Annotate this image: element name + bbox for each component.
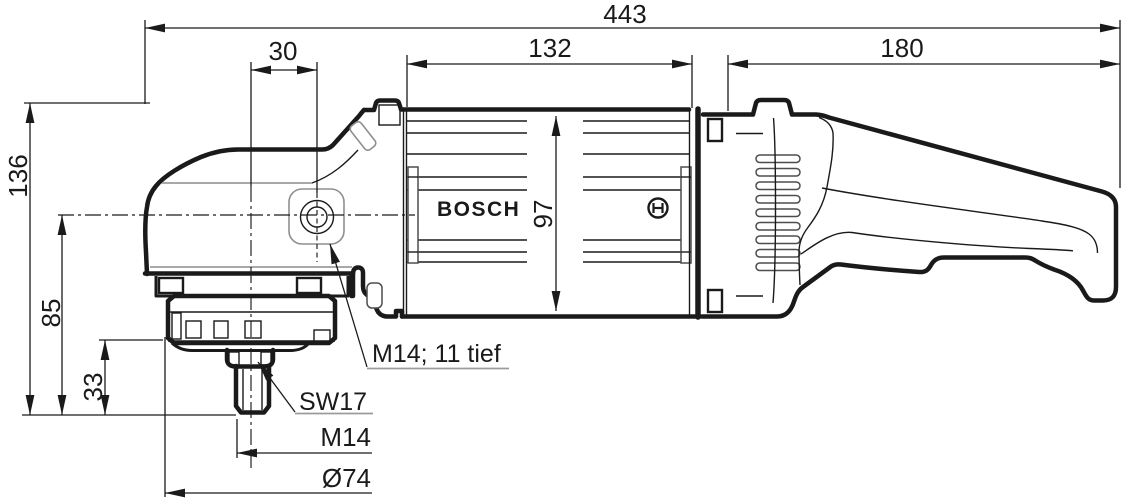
flange-and-spindle: [142, 271, 356, 415]
ring-detail-4: [244, 320, 262, 339]
flange-tab-right: [295, 276, 323, 295]
switch-area-seam: [798, 116, 834, 286]
screw-slot-icon: [652, 203, 664, 213]
vent-slots: [755, 154, 801, 272]
neck-bracket: [350, 265, 405, 319]
spanner-size-label: SW17: [299, 388, 367, 416]
centerlines: [58, 186, 415, 468]
rear-clip-bottom: [706, 288, 724, 314]
dimension-132: 132: [406, 33, 693, 108]
release-lever: [349, 120, 377, 152]
ring-detail-2: [185, 320, 202, 339]
grip-contour-lower: [800, 231, 1074, 255]
threaded-hole-outer-circle: [299, 199, 335, 235]
ring-detail-1: [171, 312, 182, 340]
dim-spindle-thread-label: M14: [320, 422, 371, 452]
dimension-97: 97: [527, 112, 583, 313]
dimension-30: 30: [250, 36, 318, 193]
rear-handle: [699, 97, 1119, 319]
flange-tab-left: [157, 276, 185, 295]
vent-divider-seam: [772, 117, 777, 304]
lock-button: [378, 104, 401, 126]
leader-spanner-size: SW17: [257, 361, 373, 416]
dim-height-spindle-label: 33: [78, 373, 108, 402]
grip-contour-upper: [821, 187, 1099, 254]
dimension-flange-diameter: Ø74: [164, 337, 372, 498]
dim-total-length-label: 443: [603, 0, 646, 29]
head-seam-curve: [311, 149, 359, 184]
ring-detail-5: [313, 329, 331, 344]
neck-latch: [366, 282, 383, 309]
dim-flange-diameter-label: Ø74: [322, 463, 371, 493]
dimension-443: 443: [144, 0, 1121, 188]
handle-outline: [699, 97, 1119, 319]
dimension-m14-thread: M14: [236, 419, 372, 458]
dim-motor-length-label: 132: [528, 33, 571, 63]
bosch-logo: BOSCH: [437, 198, 520, 221]
dimension-180: 180: [727, 33, 1120, 111]
dimension-33: 33: [78, 339, 163, 415]
rear-clip-top: [706, 117, 724, 143]
top-tab-and-motor-top-edge: [361, 98, 692, 113]
thread-depth-note-label: M14; 11 tief: [372, 340, 501, 368]
leader-thread-depth: M14; 11 tief: [329, 243, 509, 370]
clamp-strip-right: [680, 166, 692, 264]
dimension-85: 85: [36, 215, 67, 415]
dimension-136: 136: [3, 102, 150, 415]
neck-bracket-outline: [350, 265, 405, 319]
motor-housing: BOSCH: [399, 106, 703, 320]
gear-head-outline: [143, 107, 367, 277]
dim-motor-diameter-label: 97: [528, 200, 558, 229]
dim-handle-length-label: 180: [880, 33, 923, 63]
ring-detail-3: [213, 320, 229, 339]
threaded-spindle: [233, 363, 272, 415]
dim-spindle-offset-label: 30: [269, 36, 298, 66]
base-plate: [170, 341, 311, 352]
dim-height-total-label: 136: [3, 154, 33, 197]
dim-height-axis-label: 85: [36, 299, 66, 328]
